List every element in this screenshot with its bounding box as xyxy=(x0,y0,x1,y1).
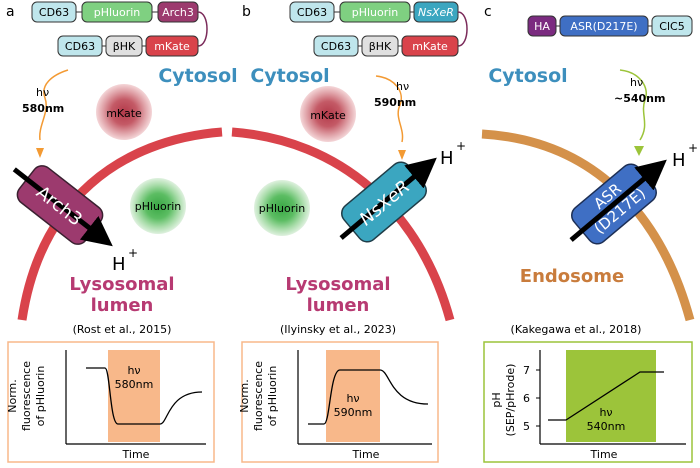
construct-c-clc5: ClC5 xyxy=(659,20,684,33)
proton-charge-a: + xyxy=(128,246,138,260)
proton-charge-c: + xyxy=(688,141,698,155)
plot-b-ylabel-3: of pHluorin xyxy=(266,366,279,427)
plot-a-ylabel-1: Norm. xyxy=(6,379,19,413)
plot-c-ytick-5: 5 xyxy=(523,420,530,433)
cytosol-label-a: Cytosol xyxy=(158,65,237,87)
plot-c-xlabel: Time xyxy=(590,448,618,461)
plot-c-box-line1: hν xyxy=(599,406,612,419)
mkate-blob-b xyxy=(300,86,356,142)
light-arrow-b xyxy=(398,150,406,160)
cytosol-label-c: Cytosol xyxy=(488,65,567,87)
plot-b-ylabel-2: fluorescence xyxy=(252,361,265,431)
light-wavelength-b: 590nm xyxy=(374,96,416,109)
mkate-blob-a xyxy=(96,84,152,140)
light-wavelength-a: 580nm xyxy=(22,102,64,115)
lumen-label-b-2: lumen xyxy=(307,295,370,316)
plot-a: hν 580nm Norm. fluorescence of pHluorin … xyxy=(6,341,215,463)
construct-b-cd63: CD63 xyxy=(297,6,327,19)
plot-b-ylabel-1: Norm. xyxy=(238,379,251,413)
citation-c: (Kakegawa et al., 2018) xyxy=(511,323,642,336)
construct-top-b: CD63 pHluorin NsXeR xyxy=(289,1,459,23)
cytosol-label-b: Cytosol xyxy=(250,65,329,87)
phluorin-label-a: pHluorin xyxy=(135,200,182,213)
construct-a-cd63: CD63 xyxy=(39,6,69,19)
light-symbol-a: hν xyxy=(36,86,49,99)
construct-b-phluorin: pHluorin xyxy=(352,6,399,19)
construct-a-bhk: βHK xyxy=(113,40,136,53)
construct-b-mkate: mKate xyxy=(412,40,448,53)
construct-a-arch3: Arch3 xyxy=(162,6,194,19)
light-symbol-c: hν xyxy=(630,76,643,89)
construct-a-phluorin: pHluorin xyxy=(94,6,141,19)
construct-top-a: CD63 pHluorin Arch3 xyxy=(31,1,199,23)
plot-a-box-line2: 580nm xyxy=(115,378,154,391)
mkate-label-b: mKate xyxy=(310,109,346,122)
plot-c-ylabel-1: pH xyxy=(490,392,503,407)
plot-b: hν 590nm Norm. fluorescence of pHluorin … xyxy=(238,341,439,463)
light-symbol-b: hν xyxy=(396,80,409,93)
plot-a-xlabel: Time xyxy=(122,448,150,461)
plot-a-ylabel-3: of pHluorin xyxy=(34,366,47,427)
construct-b-bhk: βHK xyxy=(369,40,392,53)
construct-bottom-a: CD63 βHK mKate xyxy=(57,35,199,57)
panel-letter-b: b xyxy=(242,4,251,20)
plot-a-box-line1: hν xyxy=(127,364,140,377)
plot-c: 7 6 5 hν 540nm pH (SEP/pHrode) Time xyxy=(483,341,693,463)
panel-b: b CD63 pHluorin NsXeR CD63 βHK mKate Cyt… xyxy=(231,1,468,463)
construct-c-asr: ASR(D217E) xyxy=(570,20,637,33)
panel-letter-a: a xyxy=(6,4,15,20)
citation-a: (Rost et al., 2015) xyxy=(73,323,172,336)
plot-c-ytick-6: 6 xyxy=(523,392,530,405)
proton-b: H xyxy=(440,148,454,169)
plot-b-box-line2: 590nm xyxy=(334,406,373,419)
construct-b-nsxer: NsXeR xyxy=(418,6,454,19)
citation-b: (Ilyinsky et al., 2023) xyxy=(280,323,396,336)
panel-letter-c: c xyxy=(484,4,492,20)
construct-top-c: HA ASR(D217E) ClC5 xyxy=(527,15,693,37)
construct-c-ha: HA xyxy=(534,20,550,33)
construct-a-mkate: mKate xyxy=(154,40,190,53)
phluorin-label-b: pHluorin xyxy=(259,202,306,215)
plot-b-xlabel: Time xyxy=(352,448,380,461)
panel-c: c HA ASR(D217E) ClC5 Cytosol hν ~540nm A… xyxy=(481,4,698,463)
light-wavelength-c: ~540nm xyxy=(614,92,665,105)
proton-charge-b: + xyxy=(456,139,466,153)
endosome-label-c: Endosome xyxy=(520,266,624,287)
plot-c-box-line2: 540nm xyxy=(587,420,626,433)
plot-a-ylabel-2: fluorescence xyxy=(20,361,33,431)
construct-bottom-b: CD63 βHK mKate xyxy=(313,35,459,57)
proton-c: H xyxy=(672,150,686,171)
mkate-label-a: mKate xyxy=(106,107,142,120)
lumen-label-a-1: Lysosomal xyxy=(69,274,174,295)
pump-asr: ASR (D217E) xyxy=(569,159,667,245)
plot-b-box-line1: hν xyxy=(346,392,359,405)
light-arrow-a xyxy=(36,148,44,158)
pump-arch3: Arch3 xyxy=(12,165,113,247)
construct-a-cd63-2: CD63 xyxy=(65,40,95,53)
plot-c-ylabel-2: (SEP/pHrode) xyxy=(504,364,517,437)
lysosome-membrane-a xyxy=(17,127,223,321)
lumen-label-b-1: Lysosomal xyxy=(285,274,390,295)
proton-a: H xyxy=(112,254,126,275)
lumen-label-a-2: lumen xyxy=(91,295,154,316)
plot-c-ytick-7: 7 xyxy=(523,364,530,377)
phluorin-blob-b xyxy=(254,180,310,236)
light-arrow-c xyxy=(634,146,644,156)
phluorin-blob-a xyxy=(130,178,186,234)
panel-a: a CD63 pHluorin Arch3 CD63 βHK mKate Cyt… xyxy=(6,1,238,463)
construct-b-cd63-2: CD63 xyxy=(321,40,351,53)
